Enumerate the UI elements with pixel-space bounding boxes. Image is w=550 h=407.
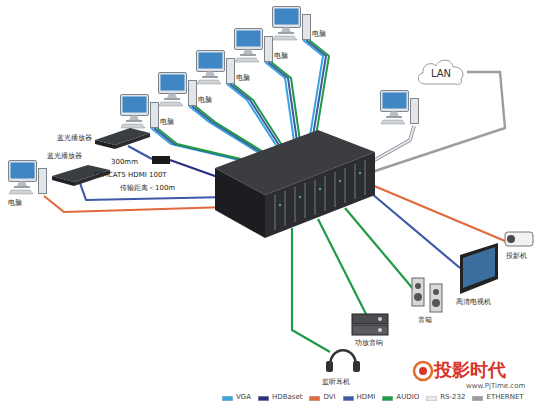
network-wires bbox=[366, 72, 505, 172]
output-devices bbox=[326, 232, 533, 372]
watermark: 投影时代 bbox=[434, 361, 506, 379]
computer-icons bbox=[9, 7, 419, 195]
device-label: 投影机 bbox=[506, 252, 527, 260]
dimension-label-text: 300mm bbox=[111, 158, 138, 166]
legend-text: DVI bbox=[323, 394, 335, 402]
watermark-text: 投影时代 bbox=[434, 359, 506, 380]
device-label-text: 电脑 bbox=[312, 30, 326, 38]
device-label-text: 电脑 bbox=[274, 52, 288, 60]
matrix-switcher bbox=[215, 130, 375, 238]
legend-label: ETHERNET bbox=[486, 393, 523, 401]
legend-swatch bbox=[426, 396, 437, 401]
device-label-text: 高清电视机 bbox=[456, 298, 491, 306]
device-label: 高清电视机 bbox=[456, 298, 491, 306]
legend-label: HDBaset bbox=[272, 393, 302, 401]
legend-swatch bbox=[472, 396, 483, 401]
device-label-text: 电脑 bbox=[236, 74, 250, 82]
legend-text: AUDIO bbox=[396, 394, 419, 402]
legend-text: ETHERNET bbox=[486, 394, 523, 402]
legend-label: RS-232 bbox=[440, 393, 465, 401]
dimension-label: 300mm bbox=[111, 158, 138, 166]
legend-swatch bbox=[343, 396, 354, 401]
model-label-text: CR-iCAT5 HDMI 100T bbox=[94, 171, 167, 179]
device-label-text: 音箱 bbox=[418, 316, 432, 324]
watermark-url-text: www.PjTime.com bbox=[466, 382, 525, 390]
watermark-logo bbox=[414, 362, 432, 380]
device-label: 蓝光播放器 bbox=[57, 134, 92, 142]
device-label: 电脑 bbox=[312, 30, 326, 38]
device-label-text: 蓝光播放器 bbox=[47, 152, 82, 160]
model-label: CR-iCAT5 HDMI 100T bbox=[94, 171, 167, 179]
device-label-text: 功放音响 bbox=[355, 339, 383, 347]
legend-label: DVI bbox=[323, 393, 335, 401]
lan-cloud: LAN bbox=[415, 56, 467, 86]
device-label: 电脑 bbox=[8, 199, 22, 207]
device-label-text: 投影机 bbox=[506, 252, 527, 260]
device-label: 功放音响 bbox=[355, 339, 383, 347]
device-label: 监听耳机 bbox=[322, 378, 350, 386]
legend-text: HDMI bbox=[357, 394, 376, 402]
distance-note-text: 传输距离＜100m bbox=[120, 184, 175, 192]
device-label-text: 电脑 bbox=[8, 199, 22, 207]
device-label: 音箱 bbox=[418, 316, 432, 324]
distance-note: 传输距离＜100m bbox=[120, 184, 175, 192]
legend-label: HDMI bbox=[357, 393, 376, 401]
device-label: 电脑 bbox=[198, 96, 212, 104]
device-label-text: 蓝光播放器 bbox=[57, 134, 92, 142]
legend-swatch bbox=[222, 396, 233, 401]
legend-label: AUDIO bbox=[396, 393, 419, 401]
device-label-text: 电脑 bbox=[198, 96, 212, 104]
legend-swatch bbox=[258, 396, 269, 401]
device-label-text: 电脑 bbox=[160, 118, 174, 126]
legend-swatch bbox=[382, 396, 393, 401]
legend-text: RS-232 bbox=[440, 394, 465, 402]
legend-label: VGA bbox=[236, 393, 251, 401]
device-label: 蓝光播放器 bbox=[47, 152, 82, 160]
node-label: LAN bbox=[431, 64, 451, 79]
legend-text: HDBaset bbox=[272, 394, 302, 402]
source-wires bbox=[44, 146, 228, 212]
device-label: 电脑 bbox=[160, 118, 174, 126]
device-label: 电脑 bbox=[274, 52, 288, 60]
device-label: 电脑 bbox=[236, 74, 250, 82]
watermark-url: www.PjTime.com bbox=[466, 382, 525, 390]
device-label-text: 监听耳机 bbox=[322, 378, 350, 386]
legend-swatch bbox=[309, 396, 320, 401]
legend-text: VGA bbox=[236, 394, 251, 402]
